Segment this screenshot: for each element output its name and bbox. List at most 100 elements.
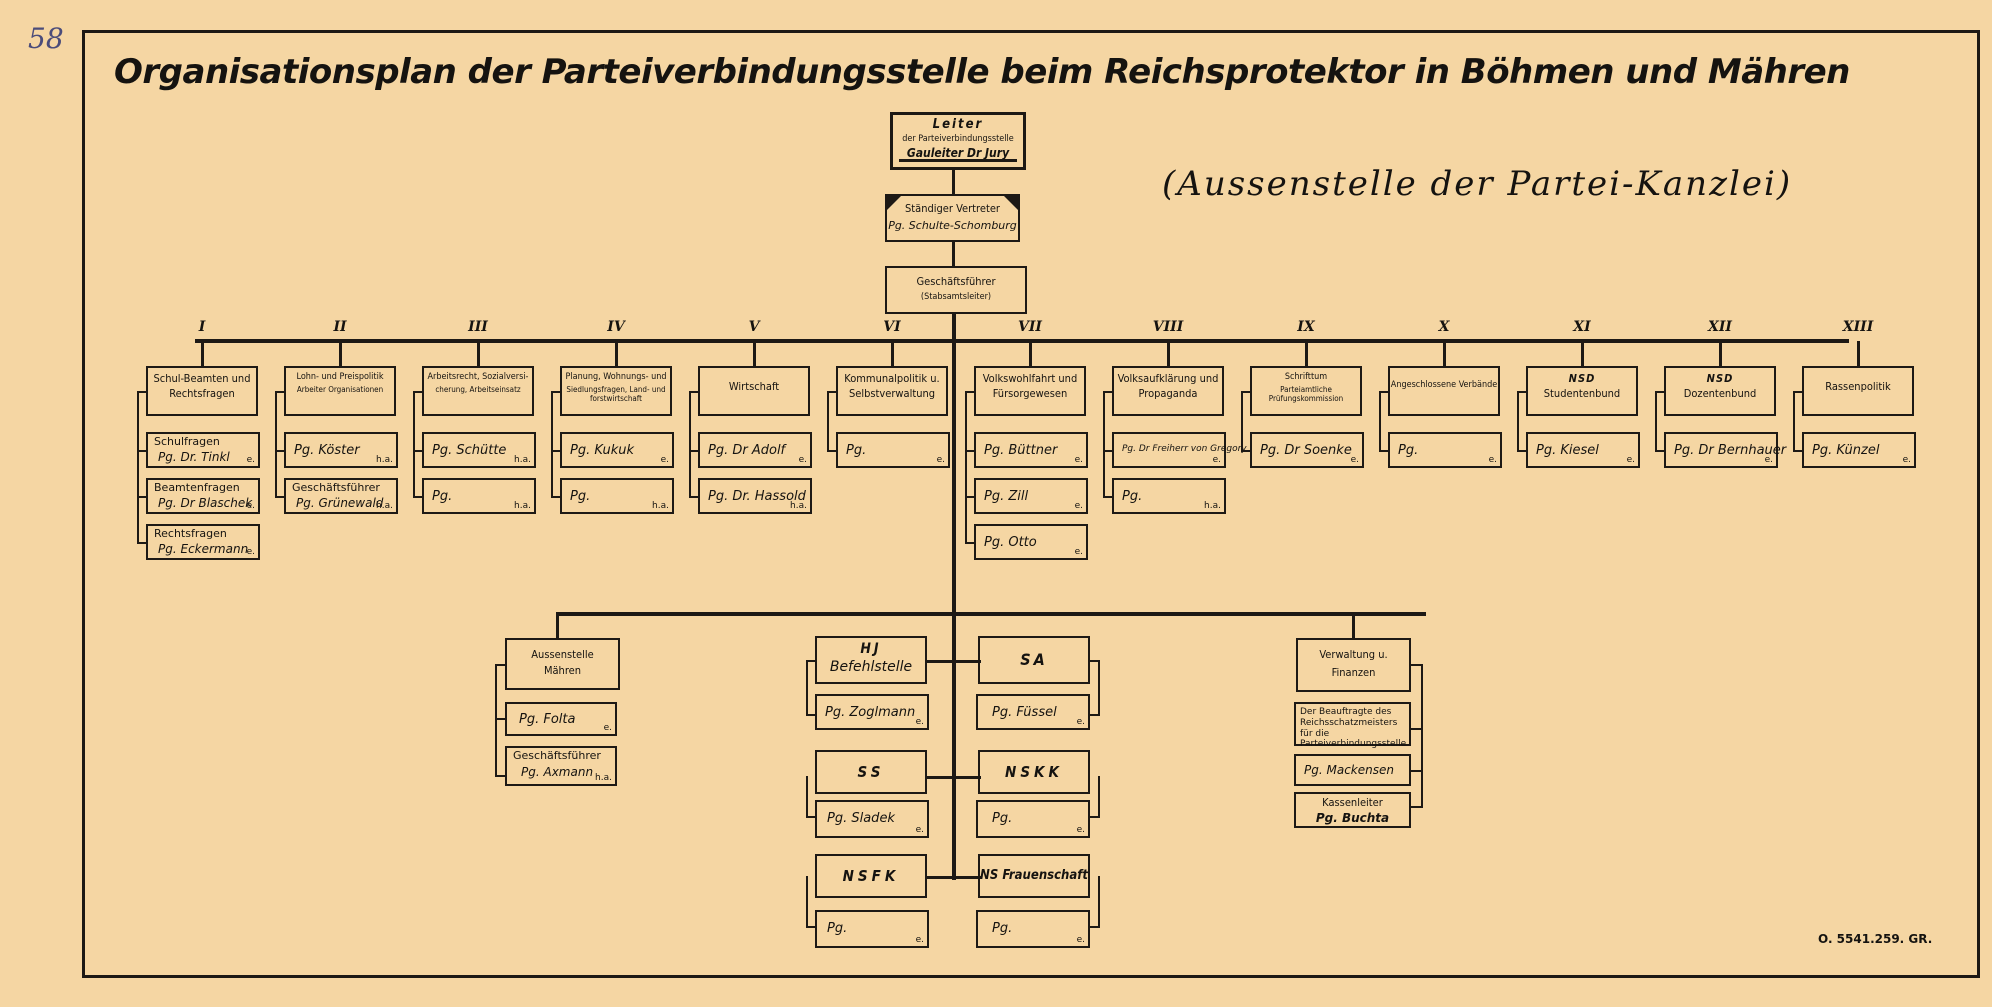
connector — [615, 341, 618, 366]
staff-status-tag: h.a. — [376, 500, 393, 511]
hj-box: HJ Befehlstelle — [815, 636, 927, 684]
connector — [1241, 391, 1250, 393]
department-numeral: IV — [607, 319, 625, 335]
connector — [806, 816, 815, 818]
maehren-title1: Aussenstelle — [531, 648, 594, 661]
connector — [1421, 664, 1423, 808]
department-title: Rassenpolitik — [1825, 380, 1891, 393]
hj-tag: e. — [915, 716, 924, 727]
geschaeftsfuehrer-line1: Geschäftsführer — [916, 275, 996, 288]
maehren-sub-1: Pg. Folta e. — [505, 702, 617, 736]
staff-line1: Pg. — [1398, 443, 1419, 458]
connector — [806, 876, 808, 928]
department-numeral: VII — [1018, 319, 1042, 335]
staff-line1: Pg. Köster — [294, 443, 360, 458]
staff-status-tag: e. — [1350, 454, 1359, 465]
department-title: Volkswohlfahrt und — [982, 372, 1078, 385]
verwaltung-sub-3-line2: Pg. Buchta — [1315, 811, 1390, 825]
department-subtitle: Rechtsfragen — [169, 387, 235, 400]
connector — [1029, 341, 1032, 366]
page-number: 58 — [28, 22, 64, 55]
connector — [1103, 391, 1105, 496]
connector — [1103, 450, 1112, 452]
chart-frame — [82, 30, 1980, 978]
connector — [1098, 660, 1100, 716]
verwaltung-sub-1-text: Der Beauftragte des Reichsschatzmeisters… — [1300, 707, 1407, 750]
connector — [477, 341, 480, 366]
leiter-line2: der Parteiverbindungsstelle — [902, 134, 1014, 144]
ss-title1: SS — [857, 763, 885, 781]
connector — [495, 718, 505, 720]
archive-reference: O. 5541.259. GR. — [1818, 932, 1933, 946]
staff-line1: Pg. Büttner — [984, 443, 1058, 458]
department-subtitle: Propaganda — [1138, 387, 1198, 400]
connector — [965, 450, 974, 452]
hj-title1: HJ — [860, 641, 882, 657]
department-subtitle: Fürsorgewesen — [992, 387, 1068, 400]
sa-box: SA — [978, 636, 1090, 684]
leiter-box: Leiter der Parteiverbindungsstelle Gaule… — [890, 112, 1026, 170]
connector — [965, 391, 967, 542]
department-numeral: XII — [1708, 319, 1732, 335]
department-subtitle: Siedlungsfragen, Land- und forstwirtscha… — [566, 385, 666, 404]
staff-line2: Pg. Grünewald — [296, 496, 384, 510]
connector — [413, 496, 422, 498]
frauenschaft-person: Pg. — [992, 921, 1013, 936]
hj-title2: Befehlstelle — [829, 659, 913, 675]
connector — [137, 391, 139, 542]
connector — [495, 775, 505, 777]
staff-status-tag: e. — [936, 454, 945, 465]
connector — [1793, 391, 1795, 450]
lower-bus — [556, 612, 1426, 616]
department-numeral: II — [333, 319, 347, 335]
connector — [827, 391, 829, 450]
connector — [891, 341, 894, 366]
staff-status-tag: e. — [246, 500, 255, 511]
ss-person: Pg. Sladek — [827, 811, 895, 826]
staff-status-tag: e. — [246, 454, 255, 465]
geschaeftsfuehrer-box: Geschäftsführer (Stabsamtsleiter) — [885, 266, 1027, 314]
department-title: NSD — [1568, 372, 1596, 385]
connector — [753, 341, 756, 366]
connector — [551, 391, 560, 393]
connector — [339, 341, 342, 366]
maehren-box: Aussenstelle Mähren — [505, 638, 620, 690]
nskk-person: Pg. — [992, 811, 1013, 826]
staff-line1: Pg. Schütte — [432, 443, 507, 458]
staff-line1: Pg. Dr Bernhauer — [1674, 443, 1787, 458]
connector — [806, 714, 815, 716]
vertreter-line2: Pg. Schulte-Schomburg — [888, 219, 1017, 232]
ss-box: SS — [815, 750, 927, 794]
staff-status-tag: h.a. — [652, 500, 669, 511]
department-numeral: III — [468, 319, 488, 335]
staff-line1: Pg. — [432, 489, 453, 504]
connector — [952, 170, 955, 194]
department-staff-box: Pg.h.a. — [422, 478, 536, 514]
department-title: Arbeitsrecht, Sozialversi- — [427, 372, 529, 382]
connector — [827, 391, 836, 393]
connector — [551, 450, 560, 452]
verwaltung-sub-2: Pg. Mackensen — [1294, 754, 1411, 786]
connector — [1241, 391, 1243, 450]
maehren-sub-1-tag: e. — [603, 722, 612, 733]
staff-line1: Rechtsfragen — [154, 527, 227, 540]
connector — [201, 341, 204, 366]
connector — [1241, 450, 1250, 452]
connector — [1857, 341, 1860, 366]
department-subtitle: Studentenbund — [1543, 387, 1621, 400]
connector — [965, 391, 974, 393]
nskk-title1: NSKK — [1005, 763, 1063, 781]
department-numeral: XIII — [1842, 319, 1874, 335]
department-numeral: V — [748, 319, 760, 335]
connector — [137, 450, 146, 452]
leiter-line3: Gauleiter Dr Jury — [906, 146, 1010, 160]
